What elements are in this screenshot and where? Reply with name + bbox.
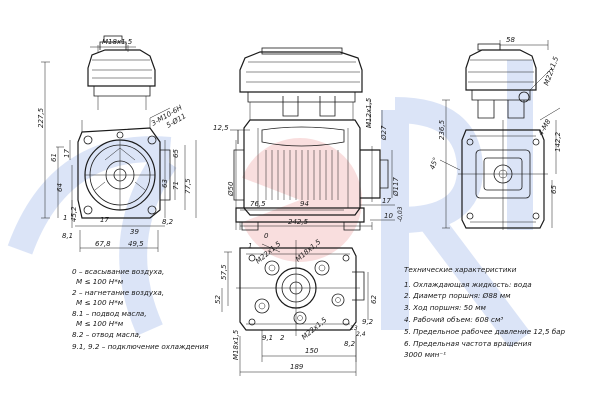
dim-m22x1-5-right: M22x1,5 xyxy=(542,55,560,87)
dim-12-5: 12,5 xyxy=(213,124,229,132)
dim-17-bottom: 17 xyxy=(100,216,109,224)
dim-71: 71 xyxy=(172,181,180,190)
dim-76-5: 76,5 xyxy=(250,200,266,208)
legend: 0 – всасывание воздуха, M ≤ 100 H*м 2 – … xyxy=(72,267,209,351)
dim-8-2-left: 8,2 xyxy=(162,218,174,226)
legend-line-4: 8.1 – подвод масла, xyxy=(72,309,147,318)
legend-line-5: M ≤ 100 H*м xyxy=(76,319,124,328)
dim-45-degree: 45° xyxy=(428,156,440,170)
spec-item-6: 6. Предельная частота вращения xyxy=(404,339,532,348)
rear-view xyxy=(458,43,548,230)
spec-item-5: 5. Предельное рабочее давление 12,5 бар xyxy=(404,327,566,336)
dim-94: 94 xyxy=(300,200,309,208)
dim-17-left: 17 xyxy=(63,149,71,158)
dim-m18x1-5-top: M18x1,5 xyxy=(102,38,133,46)
dim-8-1: 8,1 xyxy=(62,232,73,240)
side-view-dimensions: 12,5 Ø50 M12x1,5 Ø27 Ø117 -0,03 76,5 94 … xyxy=(213,97,404,230)
dim-17-center: 17 xyxy=(382,197,391,205)
dim-2-3: 23 xyxy=(350,325,358,332)
dim-67-8: 67,8 xyxy=(95,240,111,248)
spec-item-3: 3. Ход поршня: 50 мм xyxy=(404,303,487,312)
dim-236-5: 236,5 xyxy=(438,119,446,140)
spec-item-2: 2. Диаметр поршня: Ø88 мм xyxy=(404,291,511,300)
dim-4-m8: 4-M8 xyxy=(537,117,553,137)
dim-1-bottom: 1 xyxy=(248,242,252,250)
dim-0: 0 xyxy=(264,232,269,240)
dim-9-1: 9,1 xyxy=(262,334,273,342)
dim-58: 58 xyxy=(506,36,515,44)
dim-77-5: 77,5 xyxy=(184,178,192,194)
dim-52: 52 xyxy=(214,295,222,304)
spec-item-1: 1. Охлаждающая жидкость: вода xyxy=(404,280,532,289)
dim-65-left: 65 xyxy=(172,149,180,158)
dim-1-left: 1 xyxy=(63,214,67,222)
dim-m22x1-5-bottom: M22x1,5 xyxy=(300,316,329,342)
dim-64: 64 xyxy=(56,183,64,192)
spec-item-4: 4. Рабочий объем: 608 см³ xyxy=(404,315,503,324)
specs-title: Технические характеристики xyxy=(404,265,517,274)
plan-view xyxy=(236,240,365,336)
dim-d27: Ø27 xyxy=(380,125,388,141)
dim-39: 39 xyxy=(130,228,139,236)
dim-m18x1-5-side: M18x1,5 xyxy=(232,329,240,360)
legend-line-3: M ≤ 100 H*м xyxy=(76,298,124,307)
legend-line-0: 0 – всасывание воздуха, xyxy=(72,267,164,276)
dim-61: 61 xyxy=(50,153,58,162)
legend-line-1: M ≤ 100 H*м xyxy=(76,277,124,286)
dim-2-4: 2,4 xyxy=(356,331,366,338)
dim-2: 2 xyxy=(280,334,285,342)
dim-150: 150 xyxy=(305,347,319,355)
legend-line-7: 9.1, 9.2 – подключение охлаждения xyxy=(72,342,209,351)
dim-49-5: 49,5 xyxy=(128,240,144,248)
dim-10: 10 xyxy=(384,212,393,220)
legend-line-6: 8.2 – отвод масла, xyxy=(72,330,141,339)
spec-item-6-value: 3000 мин⁻¹ xyxy=(404,350,446,359)
dim-63: 63 xyxy=(161,179,169,188)
dim-d50: Ø50 xyxy=(227,181,235,197)
dim-8-2-plan: 8,2 xyxy=(344,340,356,348)
legend-line-2: 2 – нагнетание воздуха, xyxy=(72,288,164,297)
dim-242-5: 242,5 xyxy=(288,218,309,226)
dim-d117: Ø117 xyxy=(392,177,400,197)
dim-57-5: 57,5 xyxy=(220,264,228,280)
front-view xyxy=(77,35,171,219)
dim-62: 62 xyxy=(370,295,378,304)
dim-45-2: 45,2 xyxy=(70,206,78,222)
dim-189: 189 xyxy=(290,363,304,371)
dim-9-2: 9,2 xyxy=(362,318,374,326)
dim-227-5: 227,5 xyxy=(37,107,45,128)
technical-specs: Технические характеристики 1. Охлаждающа… xyxy=(404,265,566,359)
dim-65-right: 65 xyxy=(550,185,558,194)
dim-m12x1-5: M12x1,5 xyxy=(365,97,373,128)
dim-tolerance: -0,03 xyxy=(397,206,404,222)
dim-142-2: 142,2 xyxy=(554,131,562,152)
